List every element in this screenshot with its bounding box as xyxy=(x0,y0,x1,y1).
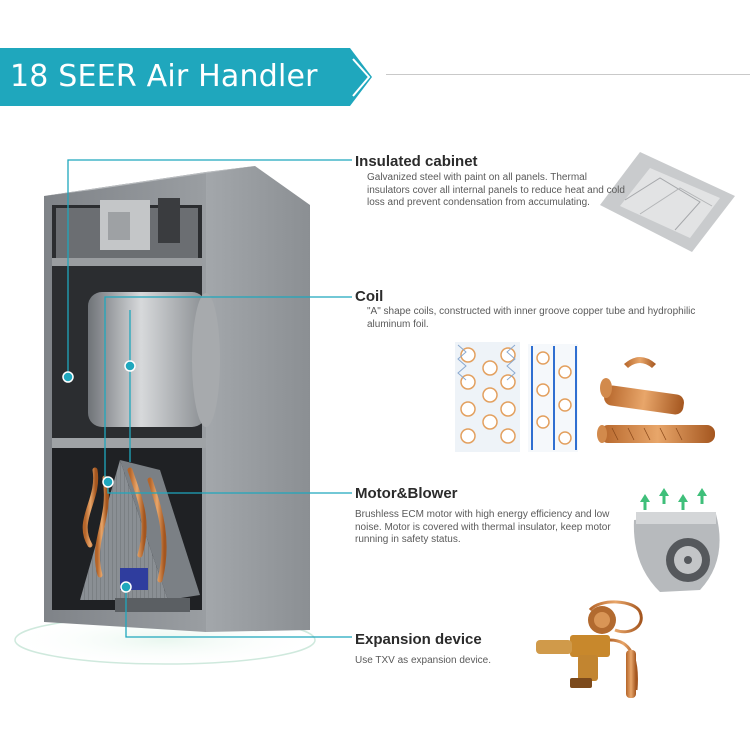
feature-desc-coil: "A" shape coils, constructed with inner … xyxy=(367,306,696,330)
feature-title-insulated-cabinet: Insulated cabinet xyxy=(355,153,478,170)
feature-desc-insulated-cabinet: Galvanized steel with paint on all panel… xyxy=(367,172,625,208)
feature-title-coil: Coil xyxy=(355,288,384,305)
callout-lines xyxy=(67,159,352,638)
feature-desc-expansion-device: Use TXV as expansion device. xyxy=(355,655,492,666)
insulation-sheet-icon xyxy=(600,152,735,252)
txv-valve-icon xyxy=(536,600,643,698)
cabinet-illustration xyxy=(44,166,310,632)
feature-desc-motor-blower: Brushless ECM motor with high energy eff… xyxy=(355,509,611,545)
feature-title-expansion-device: Expansion device xyxy=(355,631,482,648)
fin-tube-icon xyxy=(455,342,578,452)
header-rule xyxy=(386,74,750,75)
blower-icon xyxy=(633,488,720,592)
chevron-right-icon xyxy=(352,58,371,97)
callout-dots xyxy=(62,360,136,593)
page-title: 18 SEER Air Handler xyxy=(10,59,318,94)
feature-title-motor-blower: Motor&Blower xyxy=(355,485,458,502)
copper-tube-icon xyxy=(597,357,715,443)
header-banner xyxy=(0,48,350,106)
